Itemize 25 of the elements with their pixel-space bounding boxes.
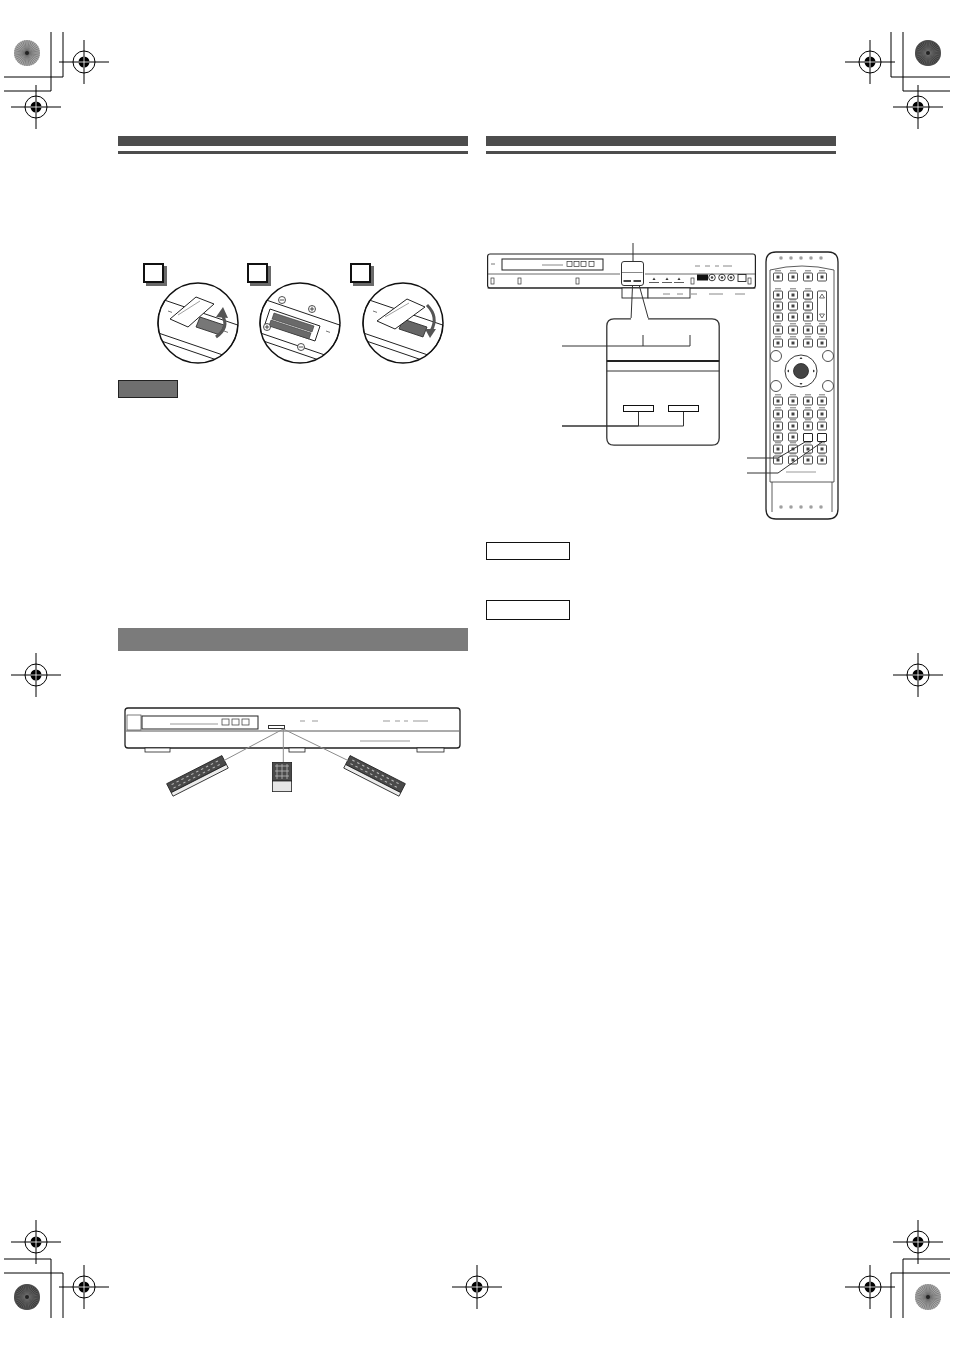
remote-button (803, 433, 813, 442)
note-tag (118, 380, 178, 398)
label-box (486, 600, 570, 620)
label-box (486, 542, 570, 560)
signal-line (223, 728, 284, 761)
magnified-view-callout (606, 318, 720, 446)
signal-line (282, 728, 349, 761)
panel-highlight-frame (621, 261, 644, 286)
leader-line (746, 441, 806, 459)
step-number-box (350, 263, 374, 286)
step-number-box (247, 263, 271, 286)
leader-line (561, 334, 691, 347)
step-number-box (143, 263, 167, 286)
section-header-bar (118, 136, 468, 146)
sensor-window (268, 725, 285, 729)
callout-pointer-lines (630, 285, 649, 319)
signal-line (282, 728, 284, 763)
leader-line (561, 411, 684, 427)
leader-line (632, 242, 634, 262)
section-title-band (118, 628, 468, 651)
panel-button (623, 405, 654, 412)
leader-line (746, 441, 823, 474)
panel-button (668, 405, 699, 412)
remote-button (817, 433, 827, 442)
section-header-bar (486, 136, 836, 146)
